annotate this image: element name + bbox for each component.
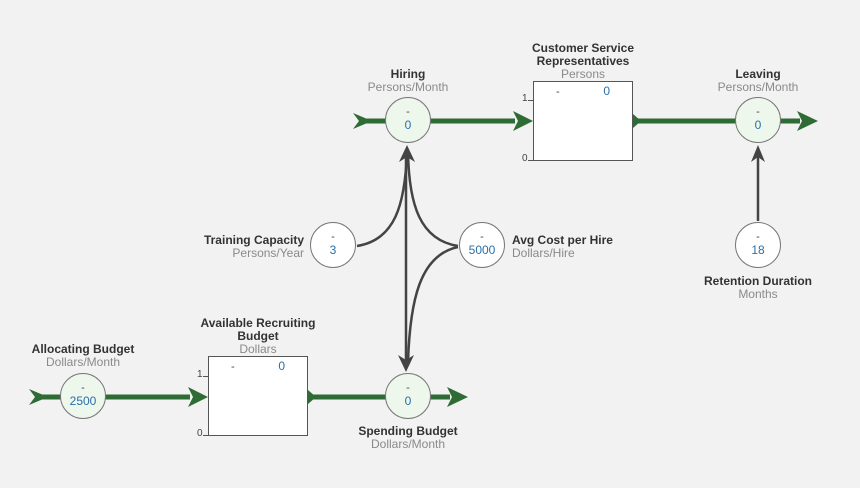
csr-stock-dash: - (556, 86, 560, 98)
budget-stock-dash: - (231, 361, 235, 373)
allocating-label: Allocating Budget Dollars/Month (32, 343, 135, 369)
csr-unit: Persons (560, 67, 606, 81)
spending-dash: - (406, 382, 410, 394)
hiring-label: Hiring Persons/Month (368, 68, 449, 94)
budget-axis-tick-bottom (203, 435, 209, 436)
budget-name-line1: Available Recruiting (200, 316, 316, 330)
training-name: Training Capacity (203, 233, 304, 247)
spending-arrowhead (447, 387, 468, 407)
cost-name: Avg Cost per Hire (512, 233, 613, 247)
hiring-flow-valve[interactable]: - 0 (385, 97, 431, 143)
csr-axis-bottom: 0 (522, 153, 528, 164)
training-unit: Persons/Year (232, 246, 304, 260)
csr-axis-tick-top (528, 100, 534, 101)
csr-stock-label: Customer Service Representatives Persons (532, 42, 634, 81)
allocating-name: Allocating Budget (31, 342, 135, 356)
retention-dash: - (756, 231, 760, 243)
leaving-dash: - (756, 106, 760, 118)
allocating-flow-valve[interactable]: - 2500 (60, 373, 106, 419)
link-cost-to-spending (406, 245, 459, 363)
csr-stock-box[interactable]: - 0 (533, 81, 633, 161)
cost-value: 5000 (468, 243, 496, 257)
allocating-dash: - (81, 382, 85, 394)
retention-unit: Months (738, 287, 778, 301)
spending-flow-valve[interactable]: - 0 (385, 373, 431, 419)
csr-outlet-notch (633, 114, 641, 128)
budget-stock-label: Available Recruiting Budget Dollars (201, 317, 316, 356)
link-arrowhead-spending (398, 355, 414, 372)
training-capacity-variable[interactable]: - 3 (310, 222, 356, 268)
hiring-unit: Persons/Month (367, 80, 449, 94)
retention-duration-variable[interactable]: - 18 (735, 222, 781, 268)
spending-value: 0 (404, 394, 412, 408)
budget-stock-box[interactable]: - 0 (208, 356, 308, 436)
link-arrowhead-hiring (399, 145, 415, 162)
links (356, 151, 760, 363)
csr-stock-value: 0 (603, 84, 610, 98)
spending-label: Spending Budget Dollars/Month (358, 425, 457, 451)
spending-name: Spending Budget (358, 424, 458, 438)
hiring-name: Hiring (390, 67, 426, 81)
training-dash: - (331, 231, 335, 243)
allocating-arrowhead (188, 387, 208, 407)
avg-cost-per-hire-variable[interactable]: - 5000 (459, 222, 505, 268)
budget-axis-tick-top (203, 376, 209, 377)
cost-dash: - (480, 231, 484, 243)
leaving-flow-valve[interactable]: - 0 (735, 97, 781, 143)
training-value: 3 (329, 243, 337, 257)
hiring-arrowhead (513, 111, 533, 131)
leaving-label: Leaving Persons/Month (718, 68, 799, 94)
leaving-arrowhead (797, 111, 818, 131)
leaving-unit: Persons/Month (717, 80, 799, 94)
budget-outlet-notch (308, 390, 316, 404)
allocating-value: 2500 (69, 394, 97, 408)
csr-axis-tick-bottom (528, 160, 534, 161)
retention-name: Retention Duration (704, 274, 812, 288)
training-label: Training Capacity Persons/Year (204, 234, 304, 260)
csr-name-line1: Customer Service (531, 41, 635, 55)
link-training-to-hiring (356, 151, 409, 248)
budget-axis-bottom: 0 (197, 428, 203, 439)
hiring-dash: - (406, 106, 410, 118)
csr-axis-top: 1 (522, 93, 528, 104)
hiring-value: 0 (404, 118, 412, 132)
retention-value: 18 (751, 243, 765, 257)
cost-unit: Dollars/Hire (512, 246, 575, 260)
allocating-unit: Dollars/Month (45, 355, 121, 369)
spending-unit: Dollars/Month (370, 437, 446, 451)
link-arrowhead-leaving (751, 145, 765, 162)
allocating-source-tail (29, 389, 48, 405)
budget-unit: Dollars (239, 342, 277, 356)
leaving-value: 0 (754, 118, 762, 132)
link-cost-to-hiring (406, 151, 459, 248)
hiring-source-tail (353, 113, 372, 129)
budget-axis-top: 1 (197, 369, 203, 380)
budget-name-line2: Budget (237, 329, 279, 343)
csr-name-line2: Representatives (536, 54, 630, 68)
retention-label: Retention Duration Months (704, 275, 812, 301)
leaving-name: Leaving (735, 67, 781, 81)
budget-stock-value: 0 (278, 359, 285, 373)
flow-pipes (36, 118, 800, 400)
cost-label: Avg Cost per Hire Dollars/Hire (512, 234, 613, 260)
